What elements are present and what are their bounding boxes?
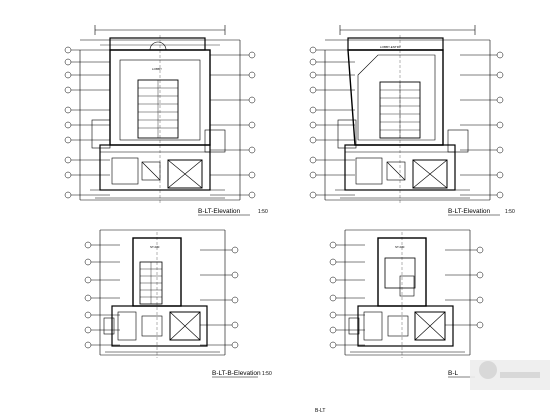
plan-3-scale: 1:50 bbox=[262, 371, 272, 377]
plan-4-title: B-L bbox=[448, 370, 459, 377]
floor-plan-1 bbox=[64, 25, 256, 205]
watermark-logo bbox=[470, 360, 550, 390]
floor-plan-2 bbox=[309, 25, 504, 205]
floor-plan-4 bbox=[329, 229, 484, 358]
room-tag-plan-4: ST-RM bbox=[395, 245, 405, 249]
plan-1-title: B-LT-Elevation bbox=[198, 208, 241, 215]
plan-2-title: B-LT-Elevation bbox=[448, 208, 491, 215]
floor-plan-3 bbox=[84, 229, 239, 358]
room-tag-plan-1: LOBBY bbox=[152, 67, 162, 71]
room-tag-plan-3: ST-RM bbox=[150, 245, 160, 249]
plan-3-title: B-LT-B-Elevation bbox=[212, 370, 261, 377]
room-tag-plan-2: LOBBY-ENTRY bbox=[380, 45, 401, 49]
plan-2-scale: 1:50 bbox=[505, 209, 515, 215]
plan-1-scale: 1:50 bbox=[258, 209, 268, 215]
footer-label: B-LT bbox=[315, 408, 325, 414]
